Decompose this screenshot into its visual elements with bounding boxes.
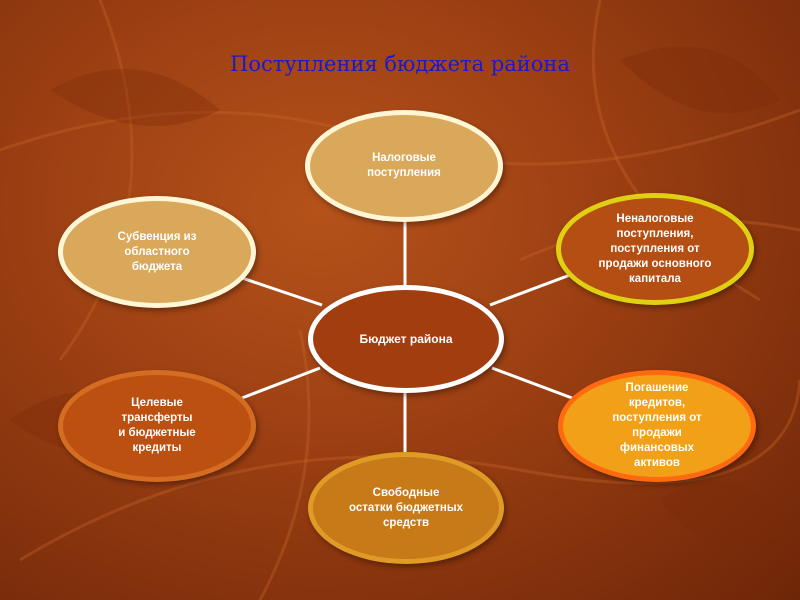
node-district-budget: Бюджет района — [308, 285, 504, 393]
node-subvention: Субвенция из областного бюджета — [58, 196, 256, 308]
connector-upper-left — [241, 276, 323, 307]
connector-lower-right — [491, 366, 573, 400]
connector-lower-left — [241, 366, 321, 400]
node-free-balances: Свободные остатки бюджетных средств — [308, 452, 504, 564]
node-non-tax-revenue: Неналоговые поступления, поступления от … — [556, 193, 754, 305]
connector-upper-right — [489, 273, 571, 307]
node-loan-repayment: Погашение кредитов, поступления от прода… — [558, 370, 756, 482]
node-tax-revenue: Налоговые поступления — [305, 110, 503, 222]
node-target-transfers: Целевые трансферты и бюджетные кредиты — [58, 370, 256, 482]
page-title: Поступления бюджета района — [230, 52, 570, 76]
